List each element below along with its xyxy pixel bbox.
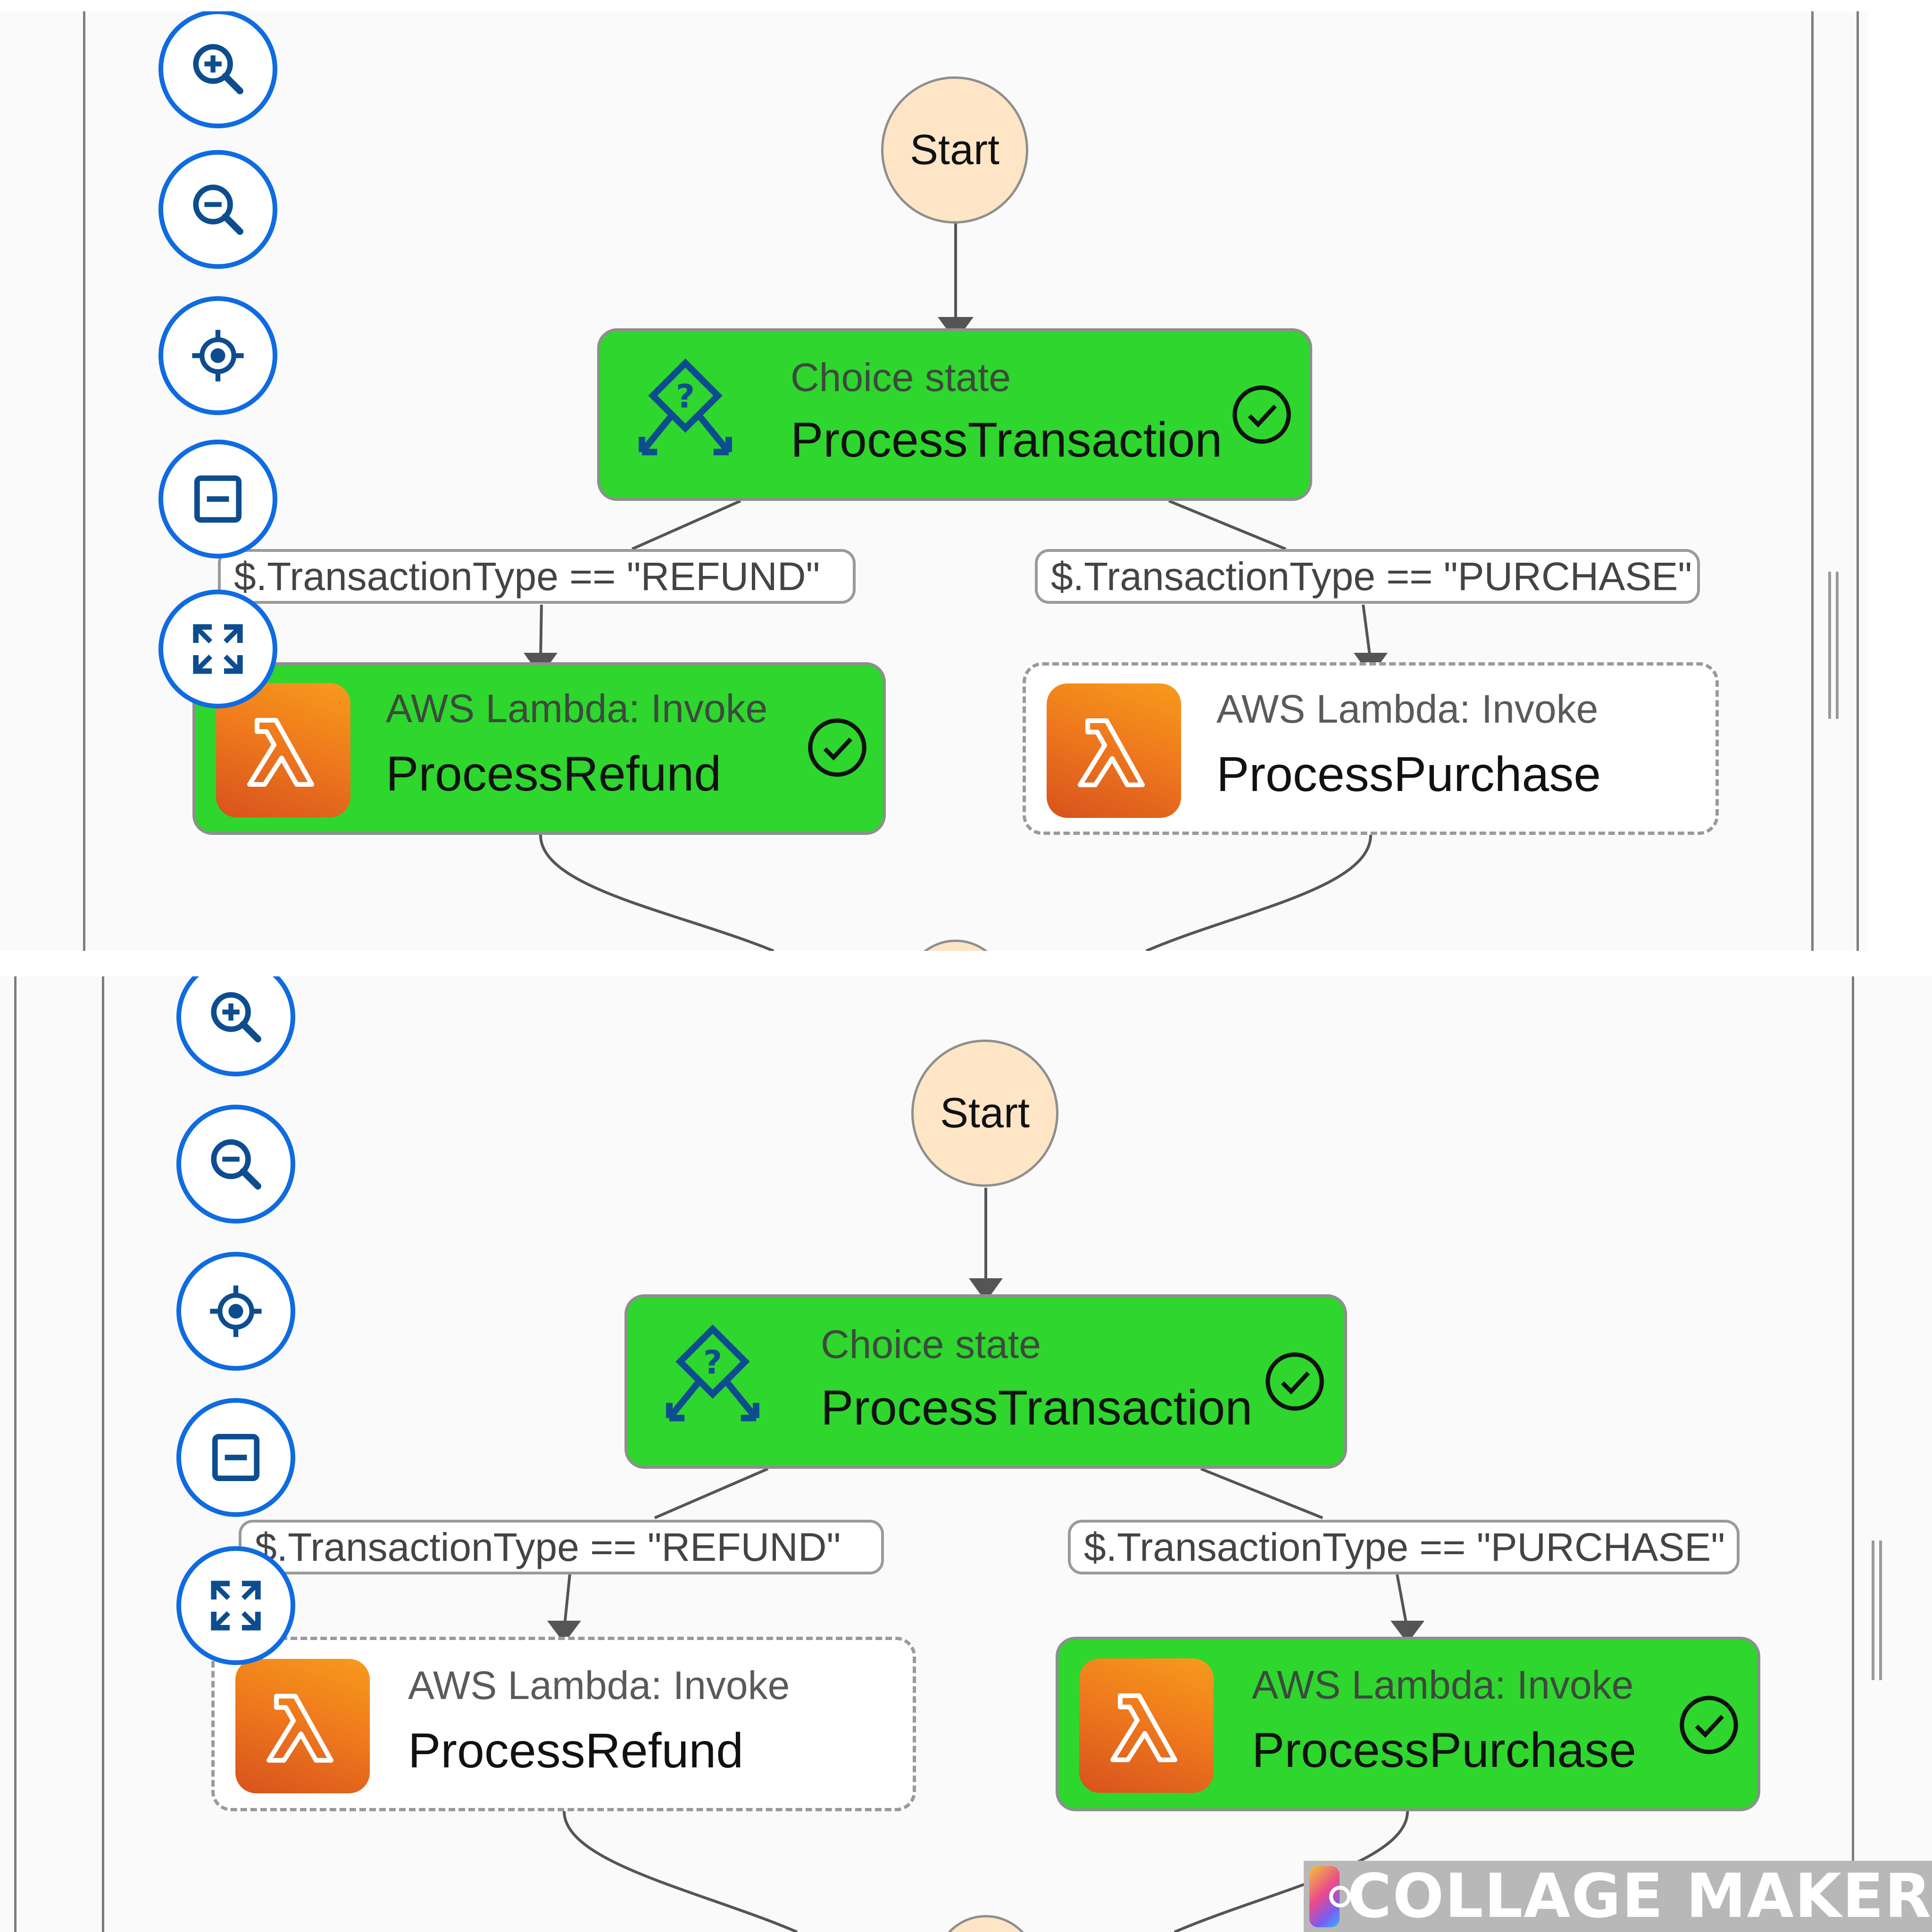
start-node[interactable]: Start — [881, 76, 1028, 224]
fullscreen-button[interactable] — [158, 590, 277, 708]
check-icon — [1266, 1352, 1324, 1411]
fit-button[interactable] — [176, 1398, 295, 1517]
center-icon — [192, 330, 244, 382]
svg-text:?: ? — [703, 1344, 722, 1382]
zoom-out-icon — [193, 184, 243, 235]
svg-text:?: ? — [676, 378, 695, 416]
node-name-label: ProcessRefund — [408, 1724, 744, 1778]
node-name-label: ProcessPurchase — [1216, 747, 1601, 802]
start-label: Start — [940, 1089, 1030, 1137]
fit-icon — [194, 475, 242, 523]
lambda-icon — [1047, 683, 1181, 818]
edge-choice-to-purchase — [1168, 500, 1287, 550]
node-type-label: AWS Lambda: Invoke — [386, 686, 768, 731]
edge-arrowhead — [969, 1278, 1003, 1302]
condition-label-refund[interactable]: $.TransactionType == "REFUND" — [239, 1520, 884, 1574]
condition-text: $.TransactionType == "PURCHASE" — [1051, 554, 1692, 599]
center-button[interactable] — [158, 296, 277, 415]
zoom-in-icon — [193, 44, 243, 94]
lambda-icon — [235, 1659, 370, 1793]
resize-handle[interactable] — [1828, 572, 1831, 719]
task-node-process-purchase[interactable]: AWS Lambda: Invoke ProcessPurchase — [1056, 1637, 1760, 1811]
node-type-label: Choice state — [791, 355, 1011, 400]
lambda-icon — [1079, 1658, 1214, 1793]
fullscreen-icon — [193, 624, 243, 674]
edge-refund-to-end — [539, 834, 774, 951]
resize-handle-line[interactable] — [1836, 572, 1839, 719]
node-name-label: ProcessRefund — [386, 747, 722, 801]
zoom-out-button[interactable] — [176, 1105, 295, 1224]
node-type-label: AWS Lambda: Invoke — [1216, 687, 1599, 731]
choice-state-icon: ? — [666, 1324, 759, 1422]
panel-border-outer — [1857, 11, 1859, 951]
node-type-label: AWS Lambda: Invoke — [408, 1663, 790, 1707]
choice-state-node[interactable]: ? Choice state ProcessTransaction — [625, 1294, 1347, 1469]
node-type-label: AWS Lambda: Invoke — [1252, 1663, 1634, 1707]
edge-choice-to-purchase — [1200, 1467, 1324, 1519]
edge-choice-to-refund — [654, 1467, 769, 1519]
panel-border-left — [83, 11, 85, 951]
watermark-text: COLLAGE MAKER — [1347, 1861, 1932, 1932]
edge-refund-to-end — [563, 1811, 798, 1932]
condition-text: $.TransactionType == "REFUND" — [255, 1524, 841, 1569]
start-label: Start — [909, 126, 1000, 174]
collage-maker-logo-icon — [1309, 1865, 1351, 1927]
node-name-label: ProcessPurchase — [1252, 1723, 1637, 1778]
condition-label-purchase[interactable]: $.TransactionType == "PURCHASE" — [1035, 549, 1700, 604]
zoom-in-button[interactable] — [176, 976, 295, 1076]
edge-arrowhead — [1391, 1621, 1424, 1643]
resize-handle-line[interactable] — [1879, 1541, 1882, 1680]
condition-text: $.TransactionType == "REFUND" — [234, 554, 820, 599]
fit-icon — [212, 1433, 260, 1482]
panel-border-right — [1852, 976, 1854, 1932]
zoom-out-button[interactable] — [158, 150, 277, 269]
task-node-process-purchase[interactable]: AWS Lambda: Invoke ProcessPurchase — [1023, 662, 1719, 835]
choice-state-node[interactable]: ? Choice state ProcessTransaction — [597, 328, 1312, 501]
zoom-in-button[interactable] — [158, 11, 277, 128]
center-icon — [210, 1285, 262, 1337]
check-icon — [1232, 385, 1291, 444]
check-icon — [808, 718, 866, 777]
workflow-graph-panel-top: Start ? Choice state ProcessTransaction … — [0, 11, 1868, 951]
edge-choice-to-refund — [631, 500, 741, 550]
task-node-process-refund[interactable]: AWS Lambda: Invoke ProcessRefund — [211, 1637, 916, 1811]
zoom-in-icon — [211, 992, 261, 1042]
collage-maker-watermark: COLLAGE MAKER — [1304, 1861, 1932, 1932]
panel-border-left — [102, 976, 104, 1932]
condition-label-purchase[interactable]: $.TransactionType == "PURCHASE" — [1068, 1520, 1740, 1574]
zoom-out-icon — [211, 1139, 261, 1190]
edge-purchase-to-end — [1145, 834, 1372, 951]
task-node-process-refund[interactable]: AWS Lambda: Invoke ProcessRefund — [192, 662, 886, 835]
node-name-label: ProcessTransaction — [821, 1381, 1253, 1435]
fullscreen-button[interactable] — [176, 1546, 295, 1665]
start-node[interactable]: Start — [911, 1040, 1058, 1187]
panel-border-outer-left — [14, 976, 17, 1932]
resize-handle[interactable] — [1872, 1541, 1874, 1680]
condition-label-refund[interactable]: $.TransactionType == "REFUND" — [218, 549, 856, 604]
edge-arrowhead — [547, 1621, 581, 1643]
fit-button[interactable] — [158, 440, 277, 558]
node-type-label: Choice state — [821, 1322, 1041, 1366]
lambda-icon — [216, 683, 350, 817]
fullscreen-icon — [211, 1581, 261, 1631]
choice-state-icon: ? — [639, 358, 732, 456]
workflow-graph-panel-bottom: Start ? Choice state ProcessTransaction … — [0, 976, 1932, 1932]
node-name-label: ProcessTransaction — [791, 413, 1223, 467]
panel-border-right — [1811, 11, 1814, 951]
center-button[interactable] — [176, 1252, 295, 1371]
condition-text: $.TransactionType == "PURCHASE" — [1084, 1524, 1725, 1569]
check-icon — [1680, 1696, 1738, 1754]
